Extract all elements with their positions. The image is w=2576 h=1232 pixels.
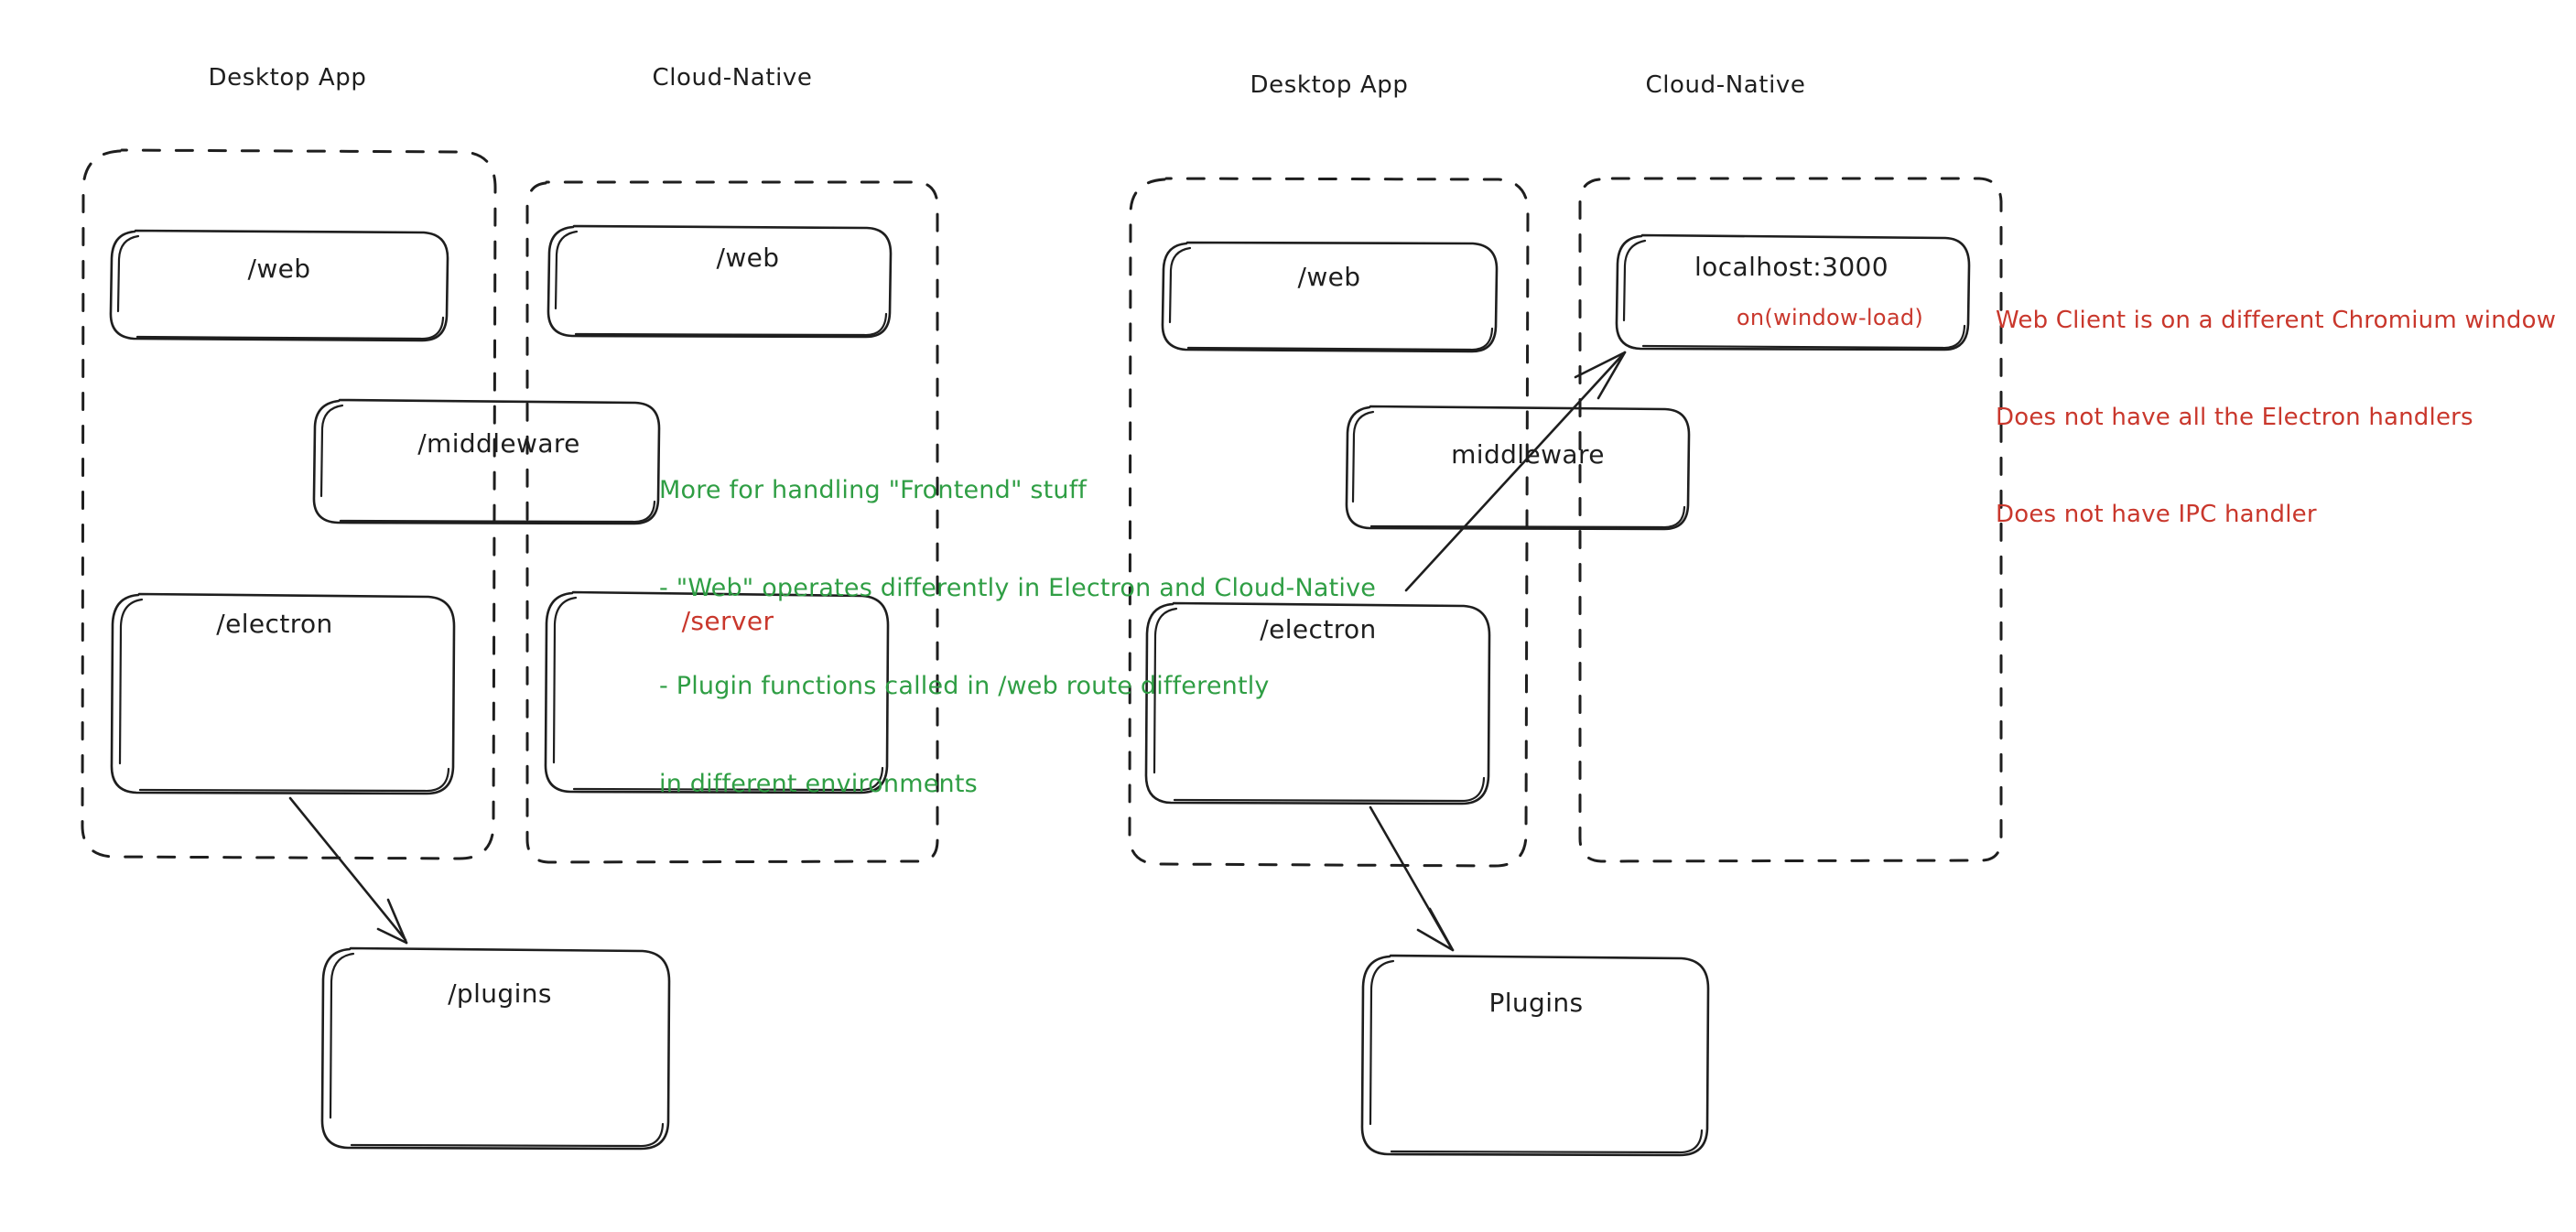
left-node-plugins-shape — [320, 946, 671, 1151]
left-node-electron-label[interactable]: /electron — [216, 609, 333, 639]
right-node-plugins-shape — [1360, 954, 1710, 1157]
right-node-localhost-sublabel: on(window-load) — [1736, 305, 1924, 330]
left-cloud-group-outline — [525, 180, 939, 864]
left-node-web-cloud-shape — [547, 224, 893, 339]
right-desktop-group-label: Desktop App — [1250, 71, 1409, 99]
right-node-web-desktop-shape — [1161, 241, 1499, 353]
left-node-middleware-label[interactable]: /middleware — [417, 428, 580, 459]
left-node-web-desktop-label[interactable]: /web — [247, 254, 311, 284]
left-node-middleware-shape — [312, 398, 661, 525]
left-cloud-group-label: Cloud-Native — [652, 64, 813, 92]
left-node-plugins-label[interactable]: /plugins — [448, 978, 552, 1009]
red-note-line-1: Web Client is on a different Chromium wi… — [1996, 306, 2557, 334]
red-note-line-2: Does not have all the Electron handlers — [1996, 403, 2473, 431]
right-node-electron-label[interactable]: /electron — [1260, 614, 1377, 644]
green-annotation-note: More for handling "Frontend" stuff - "We… — [659, 409, 1376, 866]
right-arrow-electron-to-plugins — [1369, 805, 1455, 952]
right-desktop-group-outline — [1128, 177, 1530, 868]
right-node-middleware-label[interactable]: middleware — [1451, 439, 1605, 470]
right-arrow-electron-to-localhost — [1404, 351, 1627, 592]
green-note-line-2: - "Web" operates differently in Electron… — [659, 574, 1377, 603]
green-note-line-1: More for handling "Frontend" stuff — [659, 476, 1088, 505]
right-node-localhost-shape — [1615, 233, 1971, 351]
left-node-web-cloud-label[interactable]: /web — [716, 243, 780, 273]
red-note-line-3: Does not have IPC handler — [1996, 500, 2317, 528]
red-annotation-note: Web Client is on a different Chromium wi… — [1996, 240, 2556, 596]
left-desktop-group-label: Desktop App — [208, 64, 367, 92]
right-node-middleware-shape — [1345, 405, 1691, 531]
left-node-web-desktop-shape — [109, 229, 449, 342]
right-cloud-group-label: Cloud-Native — [1645, 71, 1806, 99]
right-node-plugins-label[interactable]: Plugins — [1488, 988, 1584, 1018]
green-note-line-3: - Plugin functions called in /web route … — [659, 672, 1270, 700]
green-note-line-4: in different environments — [659, 769, 978, 798]
left-node-server-label[interactable]: /server — [681, 606, 774, 636]
right-node-web-desktop-label[interactable]: /web — [1297, 262, 1361, 292]
right-node-localhost-label[interactable]: localhost:3000 — [1694, 252, 1889, 282]
left-node-server-shape — [544, 590, 890, 794]
left-arrow-electron-to-plugins — [288, 796, 408, 945]
left-desktop-group-outline — [81, 148, 497, 860]
left-node-electron-shape — [110, 592, 456, 795]
right-node-electron-shape — [1144, 601, 1491, 805]
